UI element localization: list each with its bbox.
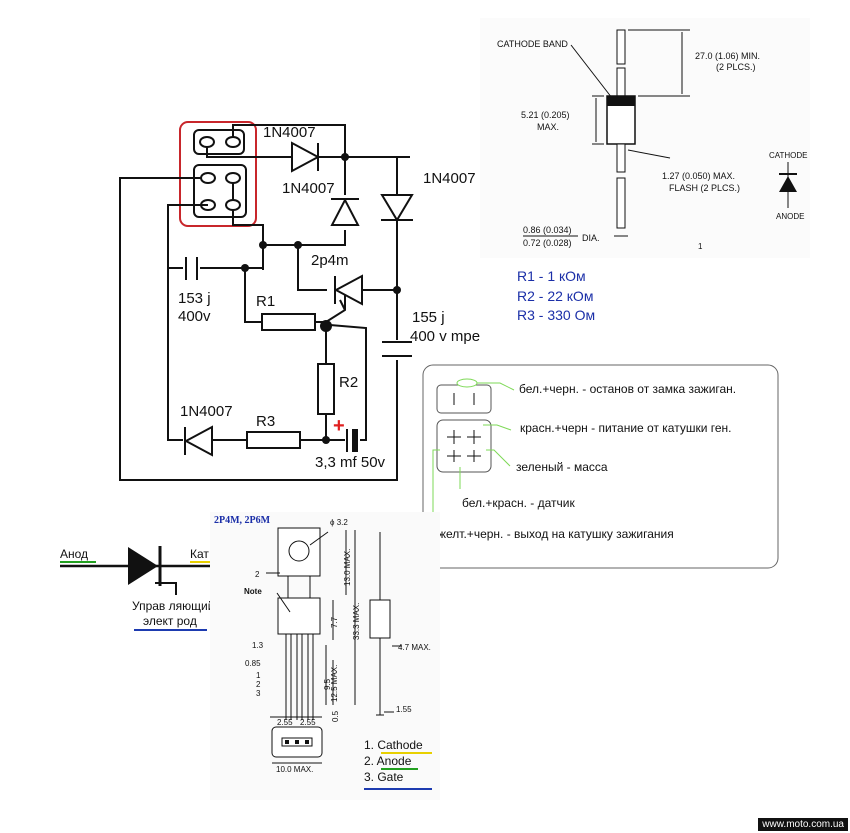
label-body-length-note: MAX. — [537, 122, 559, 132]
label-dia: DIA. — [582, 233, 600, 243]
cathode-band — [607, 96, 635, 106]
label-lead-dia-note: FLASH (2 PLCS.) — [669, 183, 740, 193]
dim-255b: 2.55 — [300, 718, 316, 727]
dim-13: 13.0 MAX. — [343, 549, 352, 586]
dim-125: 12.5 MAX. — [330, 665, 339, 702]
junction-dot — [322, 436, 330, 444]
label-mark: 1 — [698, 242, 703, 251]
diode-1n4007-bottom — [183, 425, 213, 457]
label-cap-155-voltage: 400 v mpe — [410, 328, 480, 345]
capacitor-155j — [382, 341, 412, 357]
label-electrolytic: 3,3 mf 50v — [315, 454, 386, 471]
diode-1n4007-right — [380, 194, 414, 222]
label-r2: R2 — [339, 374, 358, 391]
dim-77: 7.7 — [330, 616, 339, 628]
label-diode-bottom: 1N4007 — [180, 403, 233, 420]
connector-4pin — [193, 164, 247, 218]
value-r1: R1 - 1 кОм — [517, 268, 586, 284]
dim-47: 4.7 MAX. — [398, 643, 431, 652]
pin-label-3: 3 — [256, 689, 261, 698]
value-r2: R2 - 22 кОм — [517, 288, 593, 304]
resistor-values: R1 - 1 кОм R2 - 22 кОм R3 - 330 Ом — [517, 268, 595, 323]
label-r3: R3 — [256, 413, 275, 430]
capacitor-153j — [185, 257, 198, 280]
site-footer: www.moto.com.ua — [758, 818, 848, 831]
label-cap-153-value: 153 j — [178, 290, 211, 307]
dim-333: 33.3 MAX. — [352, 603, 361, 640]
label-r1: R1 — [256, 293, 275, 310]
connector-highlight-box — [179, 121, 257, 227]
label-note: Note — [244, 587, 262, 596]
connector-2pin — [193, 129, 245, 155]
label-thyristor: 2p4m — [311, 252, 349, 269]
label-cap-155-value: 155 j — [412, 309, 445, 326]
junction-dot — [320, 320, 332, 332]
dim-10: 10.0 MAX. — [276, 765, 313, 774]
label-diode-mid: 1N4007 — [282, 180, 335, 197]
pin-label-2: 2 — [256, 680, 261, 689]
value-r3: R3 - 330 Ом — [517, 307, 595, 323]
capacitor-electrolytic — [346, 429, 358, 452]
label-gate-line2: элект род — [143, 614, 197, 628]
junction-dot — [341, 153, 349, 161]
pin-list-gate: 3. Gate — [364, 770, 404, 784]
label-body-length: 5.21 (0.205) — [521, 110, 570, 120]
resistor-r3 — [246, 431, 301, 449]
connector-legend: бел.+черн. - останов от замка зажиган. к… — [422, 364, 779, 569]
dim-085: 0.85 — [245, 659, 261, 668]
legend-item-1: бел.+черн. - останов от замка зажиган. — [519, 382, 736, 396]
dim-05: 0.5 — [331, 710, 340, 722]
dim-155: 1.55 — [396, 705, 412, 714]
label-dia-2: 0.72 (0.028) — [523, 238, 572, 248]
diode-1n4007-top — [291, 141, 321, 173]
label-dia-1: 0.86 (0.034) — [523, 225, 572, 235]
legend-item-4: бел.+красн. - датчик — [462, 496, 575, 510]
label-anode: ANODE — [776, 212, 804, 221]
label-diode-top: 1N4007 — [263, 124, 316, 141]
thyristor-2p4m — [333, 274, 363, 311]
ignition-circuit: 1N4007 1N4007 1N4007 1N4007 2p4m 153 j 4… — [119, 121, 480, 481]
thyristor-package-drawing: 2P4M, 2P6M — [210, 512, 440, 800]
label-lead-length: 27.0 (1.06) MIN. — [695, 51, 760, 61]
legend-item-5: желт.+черн. - выход на катушку зажигания — [438, 527, 674, 541]
label-diode-right: 1N4007 — [423, 170, 476, 187]
junction-dot — [241, 264, 249, 272]
label-gate-line1: Управ ляющий — [132, 599, 214, 613]
diode-package-drawing: CATHODE BAND 27.0 (1.06) MIN. (2 PLCS.) … — [480, 18, 810, 258]
thyristor-symbol: Анод Кат од Управ ляющий элект род — [60, 546, 236, 631]
label-cathode-band: CATHODE BAND — [497, 39, 568, 49]
pin-list-anode: 2. Anode — [364, 754, 412, 768]
dim-255a: 2.55 — [277, 718, 293, 727]
label-cap-153-voltage: 400v — [178, 308, 211, 325]
junction-dot — [294, 241, 302, 249]
resistor-r2 — [317, 363, 335, 415]
diode-1n4007-mid — [330, 197, 360, 226]
plus-sign: + — [333, 415, 345, 437]
label-lead-dia-max: 1.27 (0.050) MAX. — [662, 171, 735, 181]
legend-item-2: красн.+черн - питание от катушки ген. — [520, 421, 732, 435]
pin-label-1: 1 — [256, 671, 261, 680]
diode-symbol — [779, 162, 797, 208]
dim-95: 9.5 — [323, 678, 332, 690]
dim-13s: 1.3 — [252, 641, 264, 650]
label-anode: Анод — [60, 547, 88, 561]
label-lead-length-note: (2 PLCS.) — [716, 62, 756, 72]
dim-hole: ϕ 3.2 — [330, 518, 348, 527]
junction-dot — [259, 241, 267, 249]
junction-dot — [393, 286, 401, 294]
resistor-r1 — [261, 313, 316, 331]
label-cathode: CATHODE — [769, 151, 808, 160]
legend-item-3: зеленый - масса — [516, 460, 608, 474]
pin-label-2-top: 2 — [255, 570, 260, 579]
pin-list-cathode: 1. Cathode — [364, 738, 423, 752]
package-title: 2P4M, 2P6M — [214, 515, 271, 526]
